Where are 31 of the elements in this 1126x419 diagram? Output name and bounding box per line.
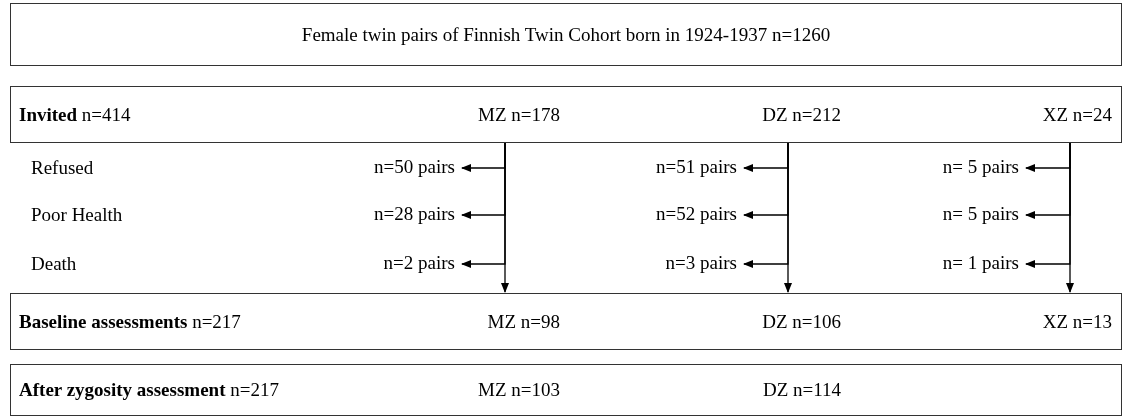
stage-label: Invited n=414 [19, 103, 131, 126]
zygosity-count: XZ n=24 [1042, 103, 1112, 126]
process-box [10, 3, 1122, 66]
zygosity-count: DZ n=212 [762, 103, 841, 126]
reason-label: Death [31, 253, 77, 275]
exclusion-count: n=50 pairs [374, 156, 455, 178]
zygosity-count: MZ n=178 [478, 103, 560, 126]
stage-label: Baseline assessments n=217 [19, 310, 241, 333]
exclusion-count: n= 1 pairs [942, 252, 1019, 274]
exclusion-count: n=28 pairs [374, 203, 455, 225]
process-box [10, 293, 1122, 350]
arrow [743, 142, 789, 268]
box-title: Female twin pairs of Finnish Twin Cohort born in 1924-1937 n=1260 [300, 23, 832, 46]
arrow [461, 142, 506, 268]
exclusion-count: n= 5 pairs [942, 156, 1019, 178]
exclusion-count: n=52 pairs [656, 203, 737, 225]
reason-label: Poor Health [31, 204, 123, 226]
exclusion-count: n=51 pairs [656, 156, 737, 178]
exclusion-count: n=3 pairs [665, 252, 737, 274]
zygosity-count: MZ n=103 [478, 379, 560, 401]
process-box [10, 86, 1122, 143]
zygosity-count: DZ n=106 [762, 310, 841, 333]
zygosity-count: MZ n=98 [487, 310, 560, 333]
arrow [1025, 142, 1071, 268]
reason-label: Refused [31, 157, 94, 179]
zygosity-count: DZ n=114 [762, 379, 841, 401]
exclusion-count: n= 5 pairs [942, 203, 1019, 225]
zygosity-count: XZ n=13 [1042, 310, 1112, 333]
stage-label: After zygosity assessment n=217 [19, 379, 279, 401]
exclusion-count: n=2 pairs [383, 252, 455, 274]
process-box [10, 364, 1122, 416]
